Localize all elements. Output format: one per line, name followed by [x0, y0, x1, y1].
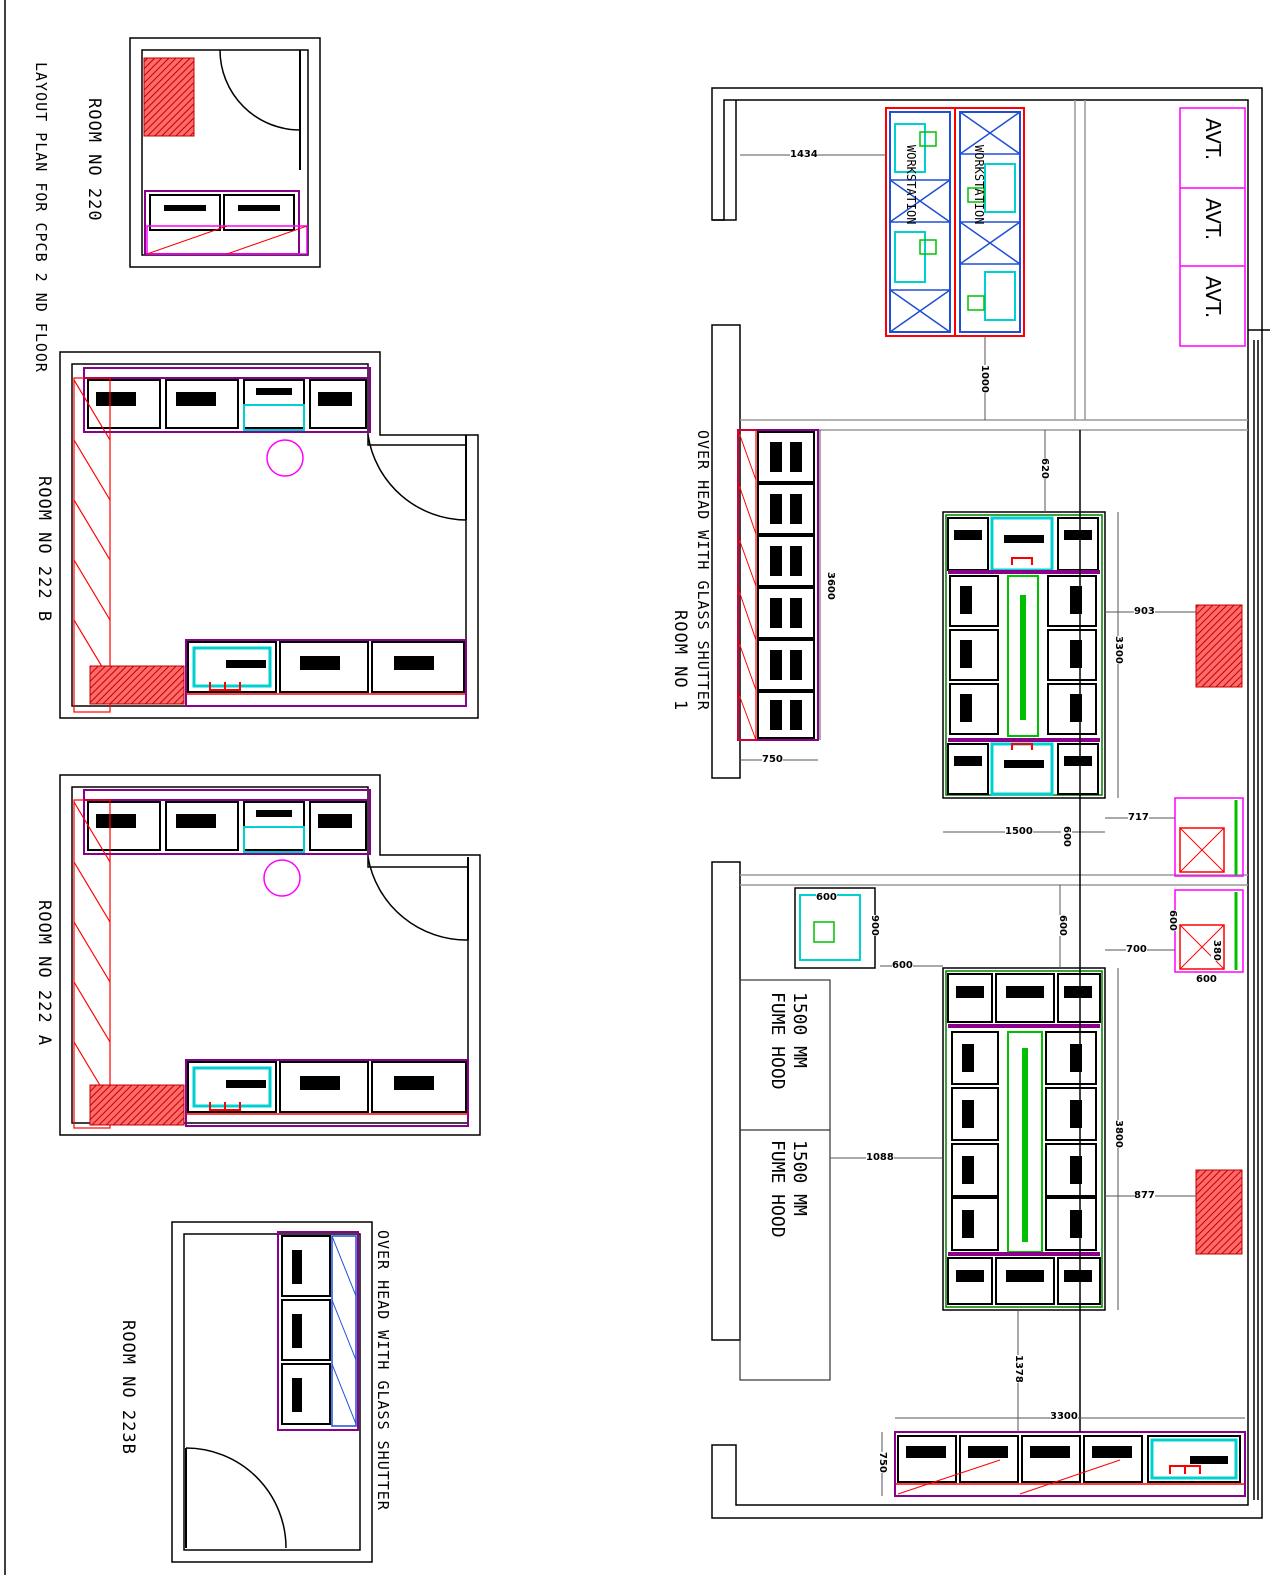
dimension-750-b: 750: [877, 1452, 888, 1473]
dimension-1500: 1500: [1005, 826, 1033, 837]
hatched-storage: [89, 1084, 185, 1126]
plan-title: LAYOUT PLAN FOR CPCB 2 ND FLOOR: [32, 62, 50, 373]
bottom-cabinet-run: [894, 1431, 1246, 1497]
hatched-storage: [1195, 604, 1243, 688]
island-bench-1: [942, 511, 1106, 799]
sink-circle: [263, 859, 301, 897]
dimension-600-c: 600: [1057, 915, 1068, 936]
dimension-750-a: 750: [762, 754, 783, 765]
cabinet-run-220: [144, 190, 308, 255]
dimension-620: 620: [1039, 458, 1050, 479]
dimension-600-b: 600: [816, 892, 837, 903]
room-222b: [59, 351, 479, 719]
room-223b-label: ROOM NO 223B: [118, 1320, 138, 1455]
sink-circle: [266, 439, 304, 477]
dimension-717: 717: [1128, 812, 1149, 823]
room-220-label: ROOM NO 220: [84, 98, 104, 222]
overhead-note-223b: OVER HEAD WITH GLASS SHUTTER: [374, 1230, 392, 1511]
room-222b-label: ROOM NO 222 B: [34, 476, 54, 623]
dimension-3300-h: 3300: [1050, 1411, 1078, 1422]
dimension-1434: 1434: [790, 149, 818, 160]
dimension-900-a: 900: [869, 915, 880, 936]
fume-hood-pair: [739, 979, 831, 1381]
cabinet-run-222b-top: [83, 367, 371, 433]
room-220: [129, 37, 321, 268]
workstation-label: WORKSTATION: [972, 145, 986, 225]
wall-cabinet-x: [1174, 797, 1244, 973]
dimension-1088: 1088: [866, 1152, 894, 1163]
dimension-877: 877: [1134, 1190, 1155, 1201]
cabinet-run-222b-bottom: [185, 639, 467, 707]
workstation-label: WORKSTATION: [904, 145, 918, 225]
dimension-3600: 3600: [825, 572, 836, 600]
hatched-storage: [89, 665, 185, 705]
dimension-600-e: 600: [1196, 974, 1217, 985]
room-222a: [59, 774, 481, 1136]
island-bench-2: [942, 967, 1106, 1311]
dimension-600-a: 600: [1061, 826, 1072, 847]
avt-label: AVT.: [1201, 118, 1225, 161]
cabinet-run-222a-top: [83, 789, 371, 855]
dimension-3800: 3800: [1113, 1120, 1124, 1148]
dimension-1378: 1378: [1013, 1355, 1024, 1383]
avt-label: AVT.: [1201, 276, 1225, 319]
avt-column: [1179, 107, 1246, 347]
workstation-block: [885, 107, 1025, 337]
overhead-shelf-room1: [737, 429, 819, 741]
room-1-label: ROOM NO 1: [670, 610, 690, 712]
dimension-600-d: 600: [1167, 910, 1178, 931]
room-222a-label: ROOM NO 222 A: [34, 900, 54, 1047]
cabinet-run-223b: [277, 1231, 359, 1431]
overhead-note-room1: OVER HEAD WITH GLASS SHUTTER: [694, 430, 712, 711]
hatched-storage: [143, 57, 195, 137]
avt-label: AVT.: [1201, 198, 1225, 241]
hatched-storage: [1195, 1169, 1243, 1255]
dimension-3300-v: 3300: [1113, 636, 1124, 664]
dimension-700: 700: [1126, 944, 1147, 955]
dimension-380: 380: [1211, 940, 1222, 961]
room-223b: [171, 1221, 373, 1563]
cabinet-run-222a-bottom: [185, 1059, 469, 1127]
dimension-1000: 1000: [979, 365, 990, 393]
dimension-600-f: 600: [892, 960, 913, 971]
dimension-903: 903: [1134, 606, 1155, 617]
